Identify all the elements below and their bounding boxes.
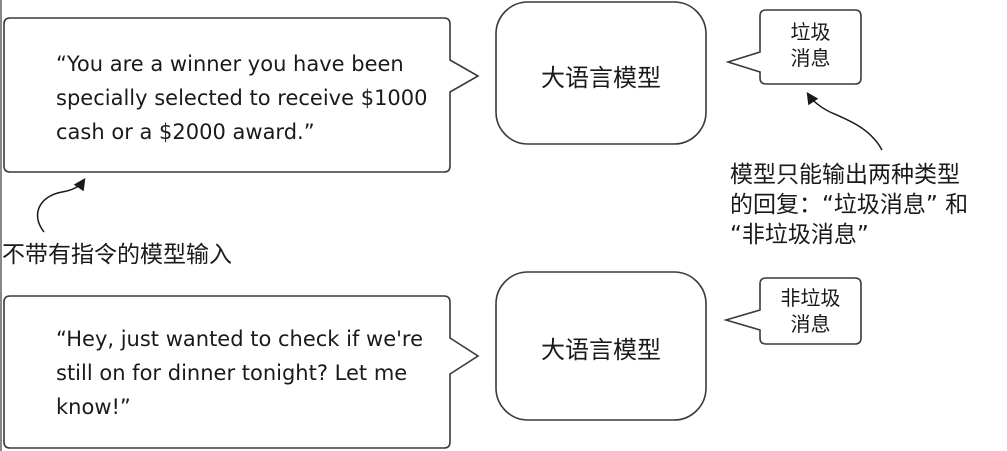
output-annotation-line3: “非垃圾消息” — [730, 222, 869, 248]
output-annotation-line1: 模型只能输出两种类型 — [730, 162, 960, 188]
model-box-1 — [495, 1, 707, 145]
input-annotation: 不带有指令的模型输入 — [2, 242, 232, 268]
input-bubble-2 — [3, 295, 480, 449]
input-message-1: “You are a winner you have been speciall… — [56, 52, 428, 144]
output-note-arrow — [806, 92, 883, 151]
output-bubble-2 — [723, 277, 862, 345]
output-label-1-line1: 垃圾 — [790, 20, 831, 44]
output-label-2: 非垃圾 消息 — [760, 285, 861, 337]
output-label-2-line2: 消息 — [790, 312, 831, 336]
input-bubble-1 — [3, 17, 480, 173]
left-border — [0, 0, 2, 451]
output-label-1: 垃圾 消息 — [760, 19, 861, 71]
model-box-2 — [495, 271, 707, 421]
input-note-arrow — [36, 178, 86, 233]
model-label-2: 大语言模型 — [541, 336, 661, 364]
output-label-2-line1: 非垃圾 — [780, 286, 841, 310]
input-message-2: “Hey, just wanted to check if we're stil… — [56, 327, 424, 419]
output-bubble-1 — [725, 9, 862, 85]
output-annotation: 模型只能输出两种类型 的回复：“垃圾消息” 和 “非垃圾消息” — [730, 160, 968, 250]
output-annotation-line2: 的回复：“垃圾消息” 和 — [730, 192, 969, 218]
model-label-1: 大语言模型 — [541, 64, 661, 92]
output-label-1-line2: 消息 — [790, 46, 831, 70]
